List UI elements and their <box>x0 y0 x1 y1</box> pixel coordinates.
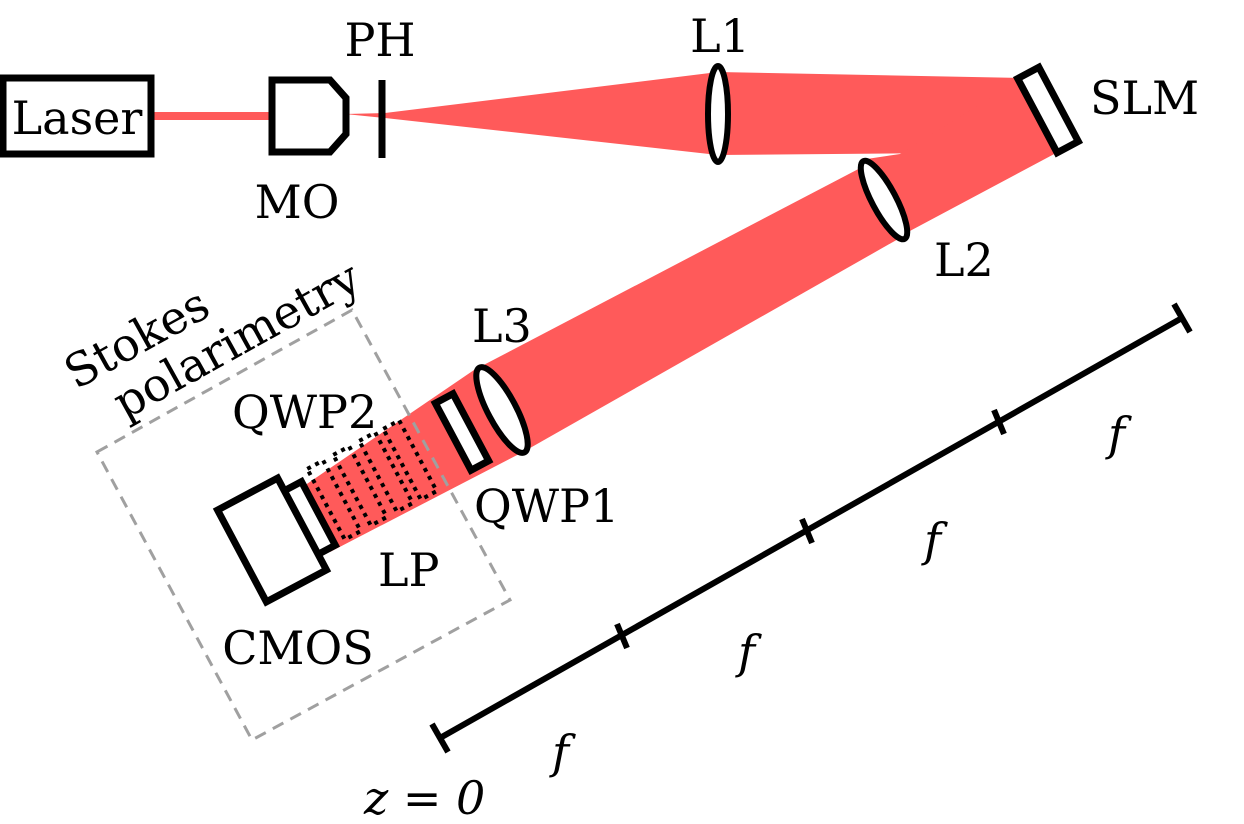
qwp2-label: QWP2 <box>232 385 377 439</box>
slm <box>1012 62 1084 158</box>
stokes-polarimetry-region <box>94 307 513 743</box>
beam-slm-to-l2 <box>860 78 1058 232</box>
laser-box <box>0 74 155 158</box>
beam-laser-to-mo <box>150 112 272 120</box>
scale-segment-label-2: f <box>735 625 762 679</box>
mo-label: MO <box>255 175 340 229</box>
l1-label: L1 <box>690 9 750 63</box>
lp-label: LP <box>378 543 440 597</box>
microscope-objective <box>268 76 350 156</box>
scale-tick-2 <box>799 517 815 545</box>
l3-label: L3 <box>472 299 532 353</box>
l2-label: L2 <box>934 233 994 287</box>
scale-segment-label-3: f <box>921 513 948 567</box>
scale-tick-1 <box>614 622 630 650</box>
beam-l2-crossing-to-l3 <box>474 164 900 452</box>
scale-axis <box>438 315 1184 741</box>
distance-scale: f f f f z = 0 <box>363 302 1193 824</box>
scale-tick-4 <box>1171 302 1193 334</box>
slm-label: SLM <box>1090 71 1199 125</box>
qwp1-label: QWP1 <box>474 479 619 533</box>
qwp1 <box>430 389 494 475</box>
scale-tick-0 <box>429 722 451 754</box>
cmos-camera-body <box>212 473 332 607</box>
cmos-label: CMOS <box>222 621 374 675</box>
ph-label: PH <box>344 13 415 67</box>
scale-segment-label-1: f <box>549 725 576 779</box>
lens-l3 <box>473 364 531 456</box>
lens-l2 <box>857 157 911 243</box>
laser-beam <box>150 72 1058 552</box>
laser-label: Laser <box>12 91 143 145</box>
beam-diverging-to-l1 <box>345 72 718 155</box>
lens-l1 <box>705 63 731 165</box>
scale-segment-label-4: f <box>1105 407 1132 461</box>
scale-origin-label: z = 0 <box>363 771 485 824</box>
scale-tick-3 <box>991 408 1007 436</box>
